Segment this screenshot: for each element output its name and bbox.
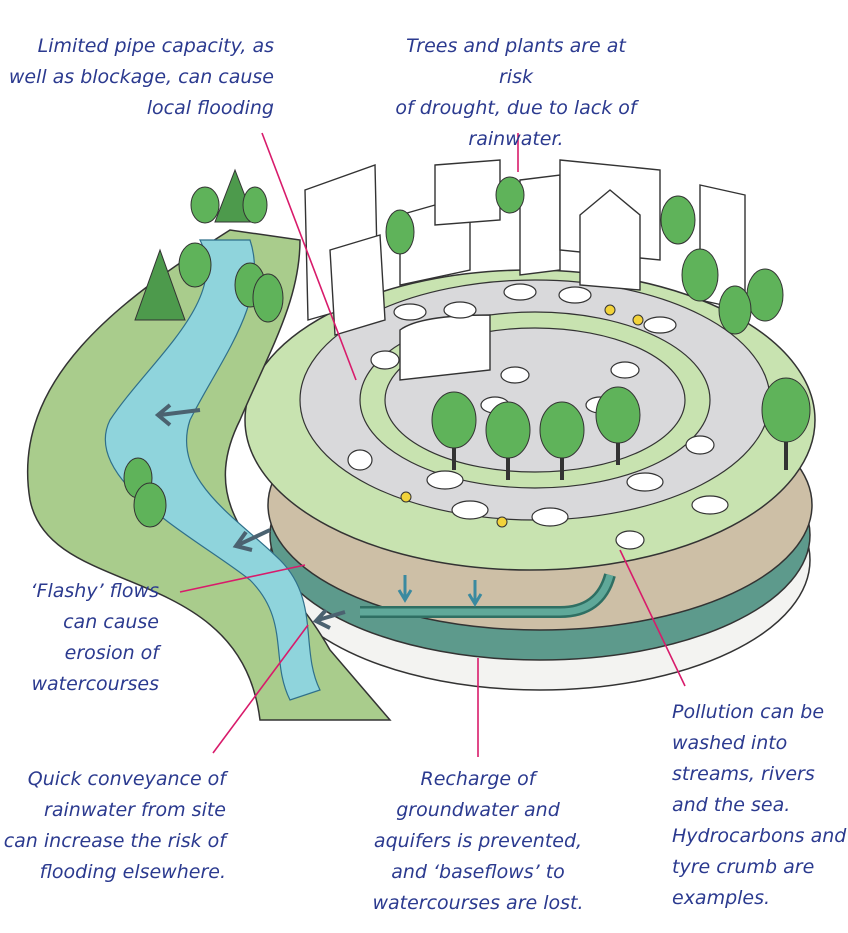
leader-flashy-flows: [179, 564, 306, 593]
car: [500, 366, 530, 384]
car: [451, 500, 489, 520]
tree: [385, 209, 415, 255]
leader-lines: [179, 132, 686, 757]
river-bank: [27, 229, 392, 721]
flow-arrow: [154, 403, 201, 427]
annotation-flashy-flows: ‘Flashy’ flows can cause erosion of wate…: [30, 580, 160, 695]
tree: [242, 186, 268, 224]
cyclist: [496, 516, 508, 528]
tree: [431, 391, 477, 470]
tree: [718, 285, 752, 335]
building: [399, 314, 491, 381]
cyclist: [604, 304, 616, 316]
car: [643, 316, 677, 334]
stream: [104, 239, 321, 701]
annotation-drought: Trees and plants are at risk of drought,…: [395, 35, 637, 150]
building: [434, 159, 501, 226]
building: [579, 189, 641, 291]
leader-pipe-capacity: [261, 132, 357, 381]
tree: [595, 386, 641, 465]
car: [610, 361, 640, 379]
tree: [485, 401, 531, 480]
tree: [761, 377, 811, 470]
car: [426, 470, 464, 490]
cyclist: [632, 314, 644, 326]
tree: [178, 242, 212, 288]
car: [370, 350, 400, 370]
annotation-pipe-capacity: Limited pipe capacity, as well as blocka…: [8, 35, 274, 119]
car: [615, 530, 645, 550]
drainage-pipe-inner: [360, 573, 614, 616]
tree: [660, 195, 696, 245]
car: [691, 495, 729, 515]
tree: [134, 248, 186, 321]
leader-quick-conveyance: [212, 624, 309, 754]
drain-arrow: [467, 580, 483, 607]
car: [558, 286, 592, 304]
flow-arrow: [232, 528, 271, 552]
building: [519, 174, 561, 276]
tree: [746, 268, 784, 322]
cyclist: [400, 491, 412, 503]
tree: [252, 273, 284, 323]
car: [503, 283, 537, 301]
car: [626, 472, 664, 492]
buildings: [304, 159, 746, 381]
annotation-quick-conveyance: Quick conveyance of rainwater from site …: [3, 768, 226, 883]
cyclists: [400, 304, 644, 528]
car: [443, 301, 477, 319]
trees: [123, 168, 811, 528]
car: [685, 435, 715, 455]
tree: [539, 401, 585, 480]
tree: [133, 482, 167, 528]
tree: [681, 248, 719, 302]
annotation-recharge: Recharge of groundwater and aquifers is …: [372, 768, 584, 914]
drain-arrow: [397, 575, 413, 603]
tree: [190, 186, 220, 224]
car: [393, 303, 427, 321]
car: [531, 507, 569, 527]
flow-arrow: [312, 608, 346, 630]
building: [329, 234, 386, 336]
car: [347, 449, 373, 471]
annotation-pollution: Pollution can be washed into streams, ri…: [672, 701, 847, 909]
tree: [495, 176, 525, 214]
leader-pollution: [619, 549, 686, 687]
